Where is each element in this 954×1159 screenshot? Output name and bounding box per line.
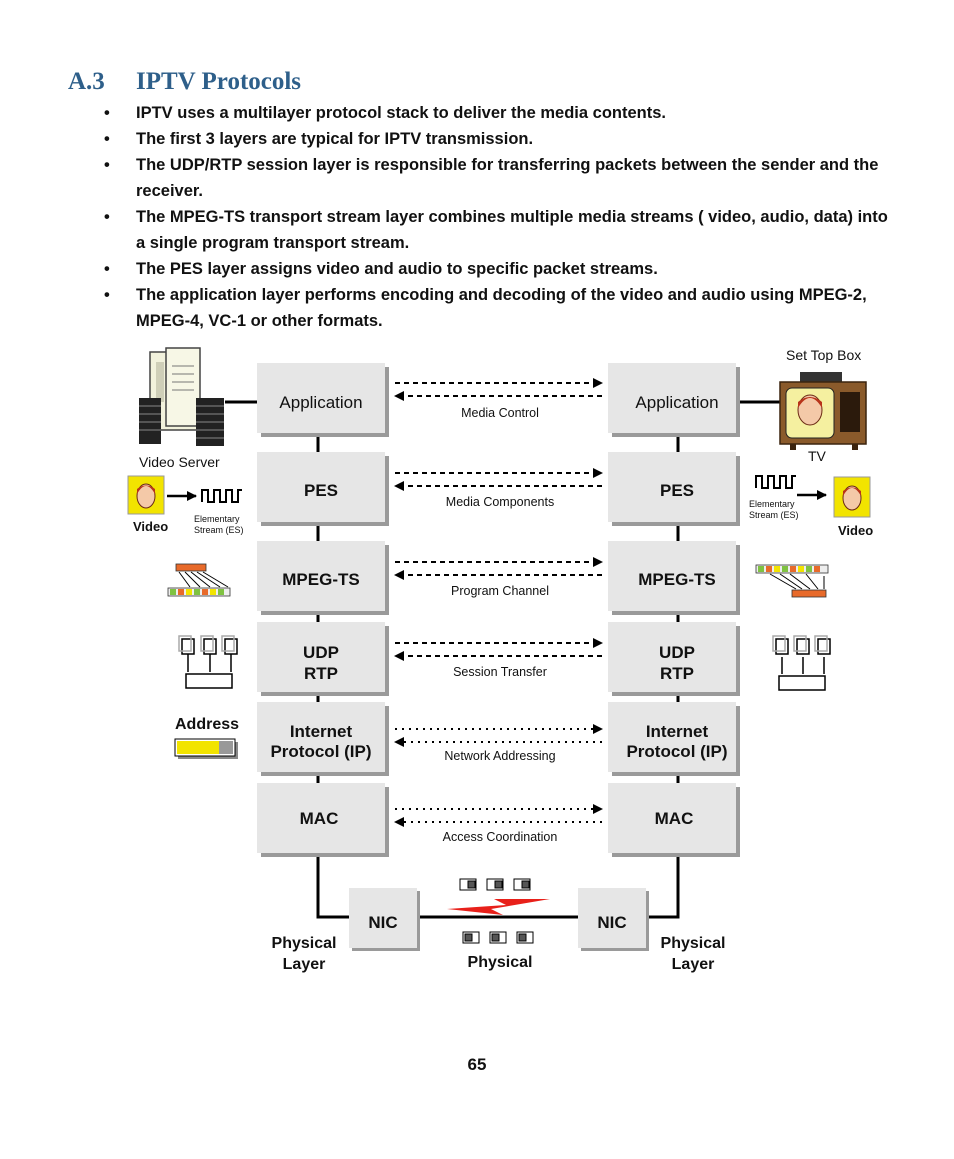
left-layer-label: Layer (283, 956, 326, 973)
left-nic-box (349, 888, 420, 951)
network-addressing-arrows (394, 724, 603, 747)
right-nic-box (578, 888, 649, 951)
left-udp-box (257, 622, 389, 696)
left-rtp-label: RTP (304, 664, 338, 683)
address-packet-icon (174, 738, 238, 759)
right-application-label: Application (635, 393, 718, 412)
access-coordination-arrows (394, 804, 603, 827)
session-transfer-arrows (394, 638, 603, 661)
tv-label: TV (808, 448, 827, 464)
right-pes-box (608, 452, 740, 526)
left-mac-label: MAC (300, 809, 339, 828)
address-label: Address (175, 716, 239, 733)
left-elementary-label: Elementary (194, 514, 240, 524)
video-server-icon (139, 347, 224, 446)
right-udp-demux-icon (772, 635, 831, 691)
physical-packets-bottom-icon (462, 931, 534, 944)
section-number: A.3 (68, 68, 105, 95)
iptv-protocol-diagram: Application PES MPEG-TS UDP RTP Internet… (127, 347, 873, 973)
left-video-thumbnail-icon (127, 475, 165, 515)
bullet-item: •IPTV uses a multilayer protocol stack t… (104, 104, 666, 122)
left-packet-mux-icon (167, 563, 231, 597)
physical-packets-top-icon (459, 878, 531, 891)
left-udp-label: UDP (303, 643, 339, 662)
left-application-label: Application (279, 393, 362, 412)
right-mpegts-box (608, 541, 740, 615)
page-number: 65 (467, 1055, 487, 1074)
tv-icon (779, 372, 867, 450)
access-coordination-label: Access Coordination (443, 830, 558, 844)
bullet-item: •The MPEG-TS transport stream layer comb… (104, 208, 888, 252)
bullet-item: •The application layer performs encoding… (104, 286, 867, 330)
bullet-item: •The first 3 layers are typical for IPTV… (104, 130, 534, 148)
video-server-label: Video Server (139, 454, 220, 470)
right-pulse-wave-icon (755, 475, 796, 489)
session-transfer-label: Session Transfer (453, 665, 547, 679)
left-physical-label: Physical (272, 935, 337, 952)
left-stream-es-label: Stream (ES) (194, 525, 244, 535)
right-protocol-ip-label: Protocol (IP) (626, 742, 727, 761)
program-channel-label: Program Channel (451, 584, 549, 598)
layer-boxes (257, 363, 740, 951)
left-protocol-ip-label: Protocol (IP) (270, 742, 371, 761)
bullet-item: •The PES layer assigns video and audio t… (104, 260, 658, 278)
left-udp-mux-icon (178, 635, 238, 689)
right-internet-label: Internet (646, 722, 709, 741)
right-application-box (608, 363, 740, 437)
section-title: IPTV Protocols (136, 68, 302, 95)
left-internet-label: Internet (290, 722, 353, 741)
left-mpegts-label: MPEG-TS (282, 570, 359, 589)
right-packet-demux-icon (755, 564, 829, 598)
section-heading: A.3 IPTV Protocols (68, 68, 301, 96)
right-stream-es-label: Stream (ES) (749, 510, 799, 520)
left-nic-label: NIC (368, 913, 397, 932)
bullet-item: •The UDP/RTP session layer is responsibl… (104, 156, 879, 200)
left-pes-label: PES (304, 481, 338, 500)
bullet-list: •IPTV uses a multilayer protocol stack t… (100, 100, 890, 334)
left-video-label: Video (133, 519, 168, 534)
media-control-arrows (394, 378, 603, 401)
right-nic-label: NIC (597, 913, 626, 932)
right-ip-box (608, 702, 740, 776)
right-pes-label: PES (660, 481, 694, 500)
program-channel-arrows (394, 557, 603, 580)
left-ip-box (257, 702, 389, 776)
left-mpegts-box (257, 541, 389, 615)
right-udp-box (608, 622, 740, 696)
right-udp-label: UDP (659, 643, 695, 662)
left-application-box (257, 363, 389, 437)
media-components-arrows (394, 468, 603, 491)
left-pes-box (257, 452, 389, 526)
right-elementary-label: Elementary (749, 499, 795, 509)
left-mac-box (257, 783, 389, 857)
signal-bolt-icon (447, 899, 550, 915)
right-video-thumbnail-icon (833, 476, 871, 518)
stack-connectors (225, 400, 780, 919)
right-mac-box (608, 783, 740, 857)
physical-center-label: Physical (468, 954, 533, 971)
right-physical-label: Physical (661, 935, 726, 952)
network-addressing-label: Network Addressing (444, 749, 555, 763)
right-rtp-label: RTP (660, 664, 694, 683)
left-pulse-wave-icon (201, 489, 242, 503)
right-layer-label: Layer (672, 956, 715, 973)
right-mpegts-label: MPEG-TS (638, 570, 715, 589)
media-components-label: Media Components (446, 495, 554, 509)
set-top-box-label: Set Top Box (786, 347, 861, 363)
right-video-label: Video (838, 523, 873, 538)
media-control-label: Media Control (461, 406, 539, 420)
right-mac-label: MAC (655, 809, 694, 828)
